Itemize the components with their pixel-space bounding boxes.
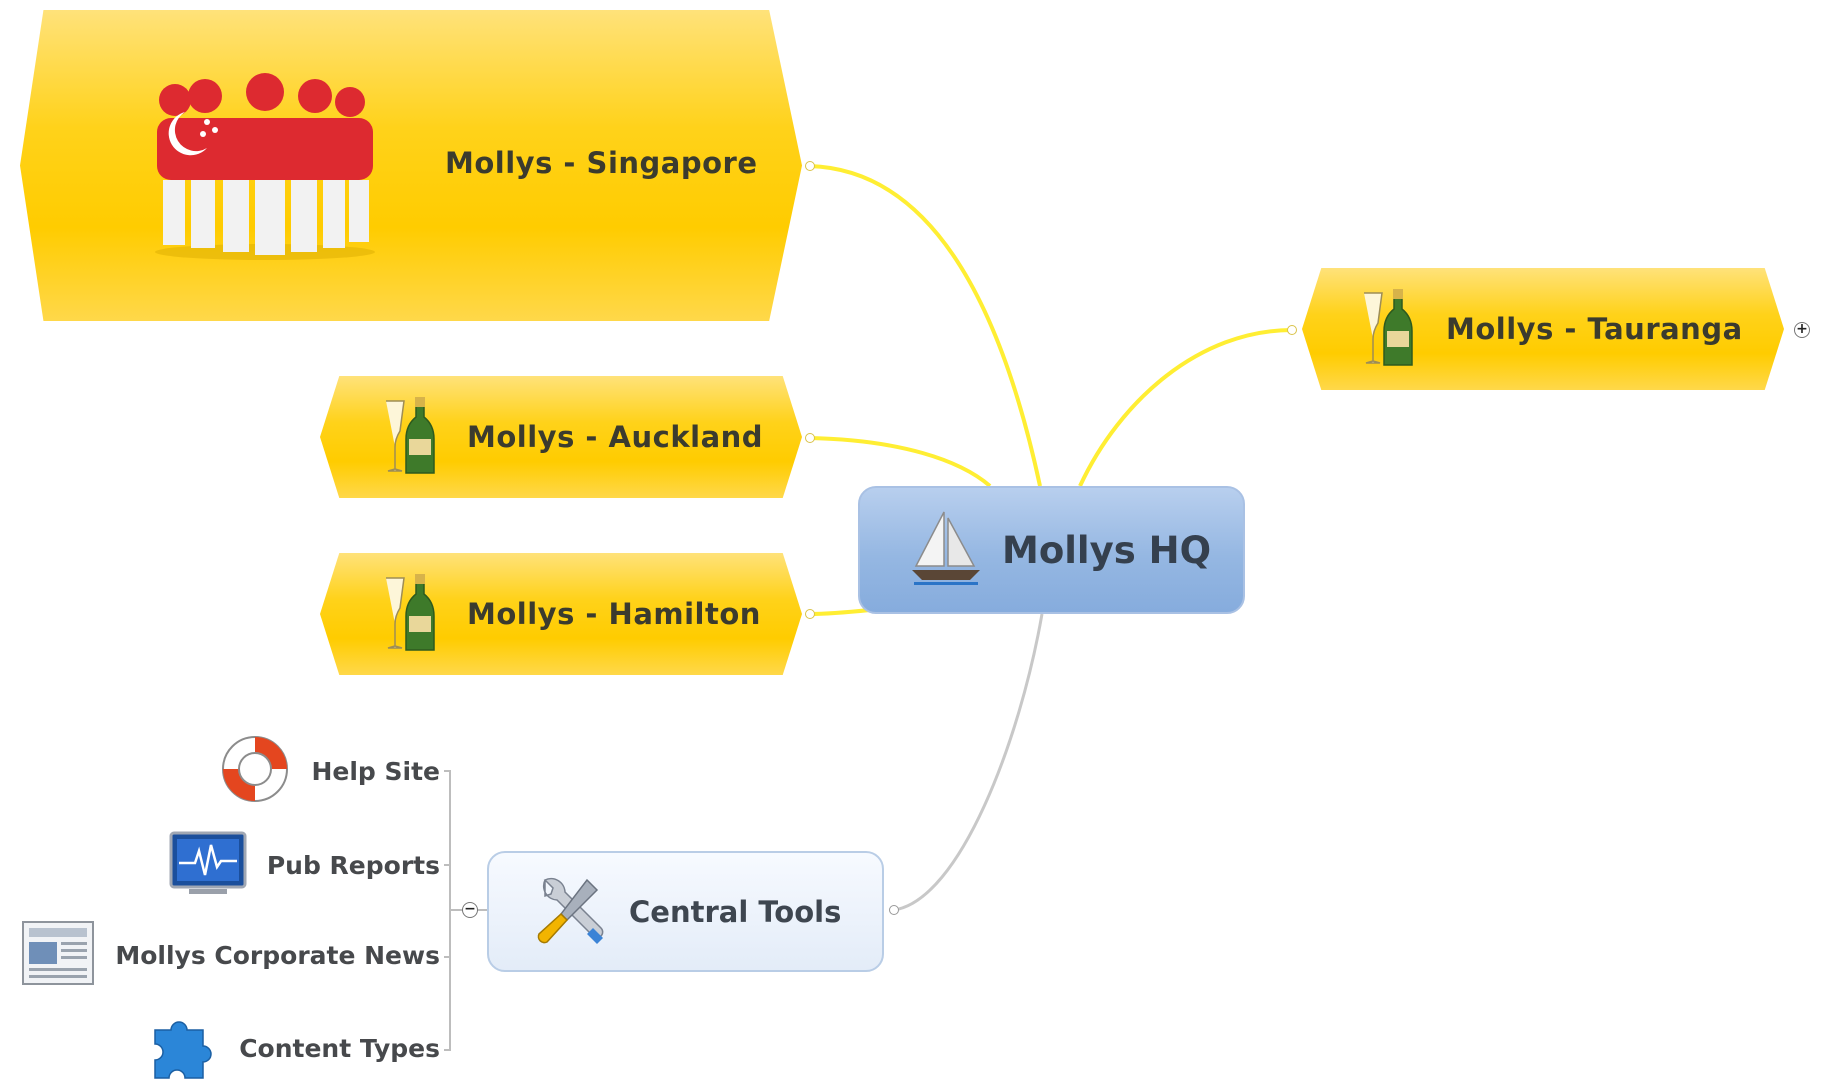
subtopic-pub-reports[interactable]: Pub Reports [150, 828, 440, 902]
connector-tauranga [1078, 328, 1293, 487]
connector-subtopics [444, 770, 487, 1051]
topic-auckland[interactable]: Mollys - Auckland [320, 376, 802, 498]
connector-hamilton [809, 608, 871, 616]
champagne-icon [380, 572, 440, 656]
subtopic-corporate-news[interactable]: Mollys Corporate News [4, 918, 440, 992]
subtopic-label: Pub Reports [266, 850, 440, 880]
subtopic-label: Help Site [311, 756, 440, 786]
topic-hamilton-label: Mollys - Hamilton [467, 597, 761, 631]
expand-topic-button[interactable]: + [1794, 322, 1810, 338]
champagne-icon [380, 395, 440, 479]
topic-hamilton[interactable]: Mollys - Hamilton [320, 553, 802, 675]
connector-dot [805, 433, 815, 443]
people-group-singapore-icon [145, 72, 385, 262]
central-topic-label: Mollys HQ [1002, 528, 1212, 572]
subtopic-content-types[interactable]: Content Types [120, 1008, 440, 1088]
connector-auckland [809, 436, 992, 488]
topic-singapore[interactable]: Mollys - Singapore [20, 10, 802, 321]
tools-icon [531, 870, 611, 954]
lifebuoy-icon [217, 731, 293, 811]
topic-singapore-label: Mollys - Singapore [445, 146, 758, 180]
champagne-icon [1358, 287, 1418, 371]
collapse-subtopics-button[interactable]: − [462, 902, 478, 918]
connector-tools [893, 613, 1044, 912]
connector-dot [889, 905, 899, 915]
subtopic-help-site[interactable]: Help Site [200, 732, 440, 810]
topic-auckland-label: Mollys - Auckland [467, 420, 764, 454]
newspaper-icon [21, 920, 95, 990]
connector-dot [1287, 325, 1297, 335]
puzzle-icon [147, 1008, 219, 1088]
connector-dot [805, 609, 815, 619]
topic-central-tools[interactable]: Central Tools [487, 851, 884, 972]
central-tools-label: Central Tools [629, 894, 842, 929]
sailboat-icon [908, 508, 984, 592]
subtopic-label: Mollys Corporate News [115, 940, 440, 970]
topic-tauranga-label: Mollys - Tauranga [1446, 312, 1743, 346]
subtopic-label: Content Types [239, 1033, 440, 1063]
central-topic[interactable]: Mollys HQ [858, 486, 1245, 614]
connector-dot [805, 161, 815, 171]
monitor-chart-icon [169, 831, 247, 899]
connector-singapore [809, 164, 1042, 487]
topic-tauranga[interactable]: Mollys - Tauranga [1302, 268, 1784, 390]
